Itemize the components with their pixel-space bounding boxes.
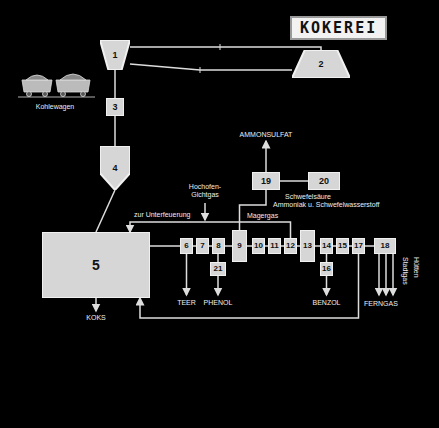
callout-number: 15 [338, 242, 347, 250]
process-box: 5 [42, 232, 150, 298]
pipe-line [326, 254, 328, 262]
callout-number: 16 [322, 265, 331, 273]
pipe-line [130, 64, 292, 70]
process-box: 11 [268, 238, 281, 254]
callout-number: 7 [200, 242, 204, 250]
process-box: 9 [232, 230, 247, 262]
callout-number: 20 [319, 177, 329, 186]
callout-number: 14 [322, 242, 331, 250]
flow-label: TEER [176, 299, 197, 307]
callout-number: 13 [303, 242, 312, 250]
pipe-line [280, 180, 308, 182]
callout-number: 12 [286, 242, 295, 250]
flow-label: Schwefelsäure [284, 193, 332, 201]
pipe-line [240, 190, 267, 230]
flow-label: Hütten [412, 256, 420, 279]
callout-number: 9 [237, 242, 241, 250]
flow-label: KOKS [85, 314, 106, 322]
pipe-line [365, 245, 374, 247]
pipe-line [114, 116, 116, 146]
callout-number: 3 [112, 103, 117, 112]
pipe-line [140, 254, 359, 318]
process-box: 12 [284, 238, 297, 254]
flow-label: Hochofen- Gichtgas [181, 183, 229, 199]
callout-number: 19 [261, 177, 271, 186]
callout-number: 8 [216, 242, 220, 250]
pipe-line [217, 254, 219, 262]
process-box: 18 [374, 238, 396, 254]
process-box: 20 [308, 172, 340, 190]
flow-label: Kohlewagen [35, 103, 76, 111]
process-box: 8 [212, 238, 225, 254]
flow-label: zur Unterfeuerung [133, 211, 191, 219]
flow-label: FERNGAS [363, 300, 399, 308]
process-box: 6 [180, 238, 193, 254]
pipe-line [130, 47, 321, 50]
process-box: 15 [336, 238, 349, 254]
process-box: 13 [300, 230, 315, 262]
process-box: 19 [252, 172, 280, 190]
pipe-line [130, 222, 291, 238]
flow-label: Stadtgas [401, 256, 409, 286]
flow-label: Ammoniak u. Schwefelwasserstoff [272, 201, 380, 209]
process-box: 3 [106, 98, 124, 116]
hopper-shape: 1 [100, 40, 130, 70]
hopper-shape: 2 [292, 50, 350, 78]
edge-label: Magergas [246, 212, 279, 220]
flow-label: BENZOL [311, 299, 341, 307]
joint-ticks [200, 44, 220, 73]
callout-number: 1 [112, 51, 117, 60]
callout-number: 5 [92, 258, 100, 272]
callout-number: 18 [381, 242, 390, 250]
pipe-line [150, 245, 180, 247]
callout-number: 17 [354, 242, 363, 250]
process-box: 17 [352, 238, 365, 254]
process-box: 14 [320, 238, 333, 254]
callout-number: 2 [318, 60, 323, 69]
callout-number: 21 [214, 265, 223, 273]
callout-number: 4 [112, 164, 117, 173]
title-plate: KOKEREI [290, 16, 387, 40]
pipe-line [225, 245, 232, 247]
flow-label: PHENOL [203, 299, 234, 307]
pipe-line [96, 190, 115, 232]
process-box: 7 [196, 238, 209, 254]
flow-label: AMMONSULFAT [239, 131, 294, 139]
process-box: 10 [252, 238, 265, 254]
process-box: 16 [320, 262, 333, 276]
callout-number: 11 [270, 242, 278, 250]
pipe-line [114, 70, 116, 98]
hopper-shape: 4 [100, 146, 130, 190]
process-box: 21 [210, 262, 226, 276]
callout-number: 6 [184, 242, 188, 250]
coal-train [18, 74, 95, 97]
callout-number: 10 [254, 242, 263, 250]
